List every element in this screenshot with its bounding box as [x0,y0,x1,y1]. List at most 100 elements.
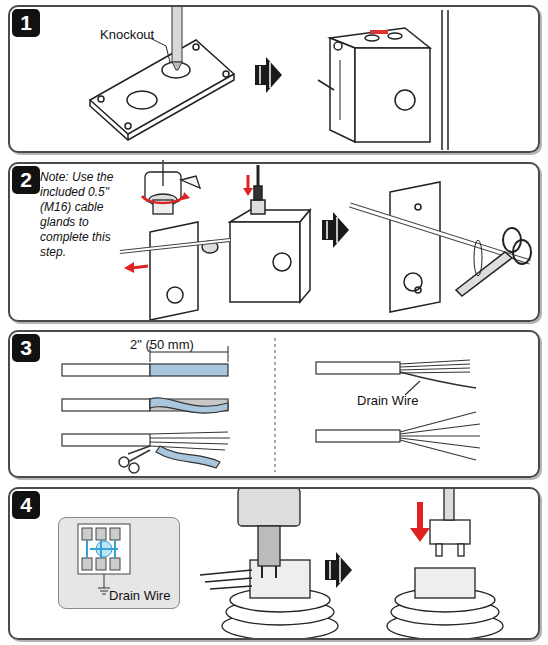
cap-press [415,568,475,598]
detail-inset: Drain Wire [58,517,180,609]
inset-detail [96,558,106,570]
screwdriver [172,6,182,70]
cap-press [410,528,430,542]
box-with-gland [251,200,265,214]
jack-termination [200,488,338,640]
drain-wire-cable [316,362,400,374]
screwdriver [172,62,182,70]
step-number: 4 [12,491,40,519]
drain-wire-cable [400,360,470,373]
jack-termination [238,488,300,526]
inset-detail [78,524,130,574]
wall-box [370,30,388,34]
drain-wire-cable [316,360,480,460]
cover-plate [127,134,129,140]
inset-detail [82,558,92,570]
plate-with-cable [120,240,230,252]
cable-prep [150,364,228,376]
step-panel: 4Drain Wire [8,487,540,640]
cap-press [444,488,454,520]
note-text: Note: Use the included 0.5" (M16) cable … [40,170,134,260]
cable-prep [150,398,228,413]
inset-detail [110,528,120,540]
box-with-gland [230,222,300,302]
step-arrow [325,552,352,588]
step-arrow [255,57,282,93]
step-arrow [336,217,338,243]
cover-plate [162,62,190,78]
wall-box [355,48,430,142]
plate-with-cable [120,240,230,252]
step-number: 1 [12,9,40,37]
cable-prep [119,457,129,467]
inset-detail [96,528,106,540]
separator [275,338,276,472]
cap-press [430,520,470,544]
cover-plate [125,123,131,129]
wall-box [340,60,341,120]
box-with-gland [273,253,291,271]
box-with-gland [243,188,253,196]
stripping-cable [513,240,531,264]
inset-detail [87,540,118,558]
box-with-gland [300,210,310,302]
cable-prep [128,446,150,462]
step-arrow [339,557,341,583]
cover-plate [223,71,229,77]
wall-box [318,80,334,90]
cap-press [436,544,442,556]
part-label: Knockout [100,27,154,42]
box-with-gland [247,175,250,190]
jack-termination [200,570,252,589]
part-label: Drain Wire [357,393,418,408]
wire-label: Drain Wire [109,588,170,603]
step-panel: 1Knockout [8,5,540,153]
step-panel: 2Note: Use the included 0.5" (M16) cable… [8,162,540,322]
drain-wire-cable [405,381,420,395]
box-with-gland [230,210,310,222]
wall-box [441,10,443,150]
stripping-cable [350,182,531,312]
inset-detail [58,517,180,609]
drain-wire-cable [400,412,480,460]
cable-prep [156,446,220,468]
step-arrow [322,212,349,248]
stripping-cable [415,287,421,293]
gland-tightening [142,196,184,203]
jack-termination [262,566,276,578]
cable-prep [129,463,139,473]
part-label: 2" (50 mm) [130,337,194,352]
step-arrow [329,561,331,579]
stripping-cable [390,182,440,312]
cable-prep [62,364,230,473]
gland-tightening [142,160,200,214]
drain-wire-cable [400,372,476,388]
box-with-gland [254,186,262,200]
wall-box [334,42,342,50]
cover-plate [193,44,199,50]
wall-box [447,10,449,150]
wall-box [318,10,448,150]
stripping-cable [474,240,482,276]
step-arrow [259,66,261,84]
step-arrow [322,212,349,248]
wall-box [395,90,415,110]
step-arrow [326,221,328,239]
cover-plate [127,91,157,109]
step-arrow [325,552,352,588]
cap-press [417,502,423,530]
plate-with-cable [132,266,148,268]
cable-prep [62,434,150,446]
step-arrow [269,62,271,88]
cover-plate [90,40,234,140]
box-with-gland [230,165,310,302]
cable-prep [62,364,150,376]
step-number: 2 [12,166,40,194]
inset-detail [98,574,110,594]
screwdriver [172,6,182,62]
step-arrow [255,57,282,93]
inset-detail [82,528,92,540]
plate-with-cable [124,262,134,273]
